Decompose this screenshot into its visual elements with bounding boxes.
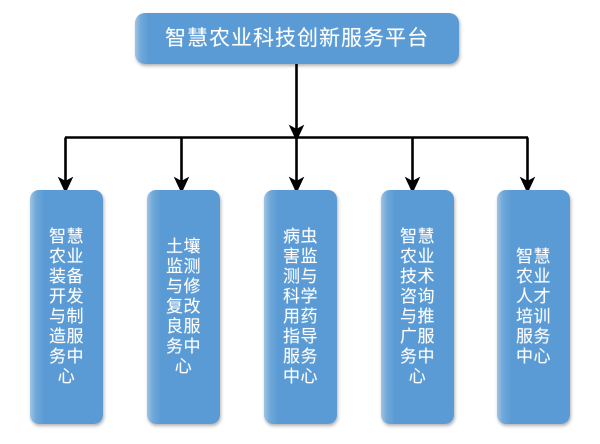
child-node-equipment-development[interactable]: 智慧农业装备开发与制造服务中心 — [30, 190, 103, 424]
child-node-label: 智慧农业人才培训服务中心 — [516, 246, 551, 368]
child-node-pest-monitoring[interactable]: 病虫害监测与科学用药指导服务中心 — [264, 190, 337, 424]
child-node-soil-monitoring[interactable]: 土壤监测与修复改良服务中心 — [147, 190, 220, 424]
root-node-label: 智慧农业科技创新服务平台 — [165, 25, 429, 50]
child-node-label: 病虫害监测与科学用药指导服务中心 — [283, 226, 318, 388]
child-node-label: 土壤监测与修复改良服务中心 — [166, 236, 201, 378]
child-node-tech-consulting[interactable]: 智慧农业技术咨询与推广服务中心 — [381, 190, 454, 424]
root-node-platform[interactable]: 智慧农业科技创新服务平台 — [135, 13, 459, 64]
child-node-label: 智慧农业技术咨询与推广服务中心 — [400, 226, 435, 388]
child-node-talent-training[interactable]: 智慧农业人才培训服务中心 — [497, 190, 570, 424]
child-node-label: 智慧农业装备开发与制造服务中心 — [49, 226, 84, 388]
